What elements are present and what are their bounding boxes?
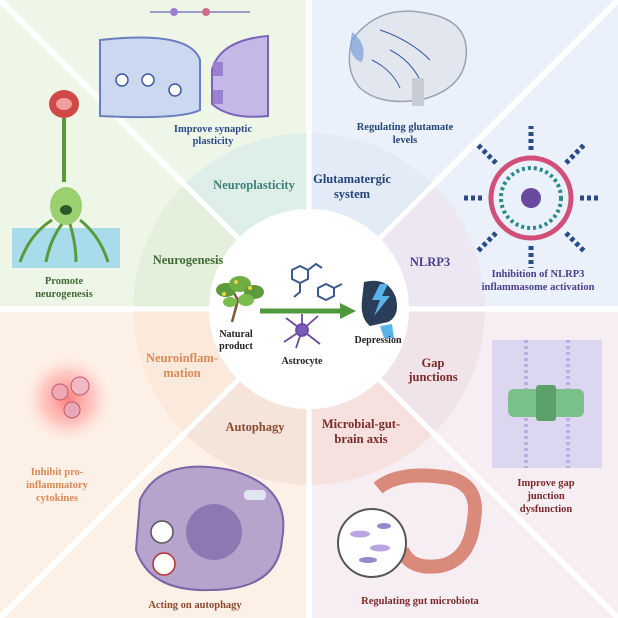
sector-label-gap-2: junctions bbox=[407, 370, 457, 384]
outcome-cytokines-2: inflammatory bbox=[26, 480, 89, 491]
synapse-illustration bbox=[99, 8, 269, 119]
astrocyte-icon bbox=[283, 314, 321, 349]
outcome-glutamate-2: levels bbox=[393, 135, 418, 146]
autophagy-cell-illustration bbox=[134, 465, 285, 592]
sector-label-autophagy: Autophagy bbox=[225, 420, 285, 434]
sector-label-gap-1: Gap bbox=[422, 356, 445, 370]
sector-label-neurogenesis: Neurogenesis bbox=[153, 253, 224, 267]
cytokines-illustration bbox=[24, 355, 112, 443]
center-scheme: Natural product Astrocyte bbox=[216, 262, 402, 367]
sector-label-nlrp3: NLRP3 bbox=[410, 255, 450, 269]
outcome-neurogenesis-1: Promote bbox=[45, 276, 84, 287]
sector-microbial bbox=[309, 379, 434, 486]
neuron-illustration bbox=[12, 90, 120, 268]
sector-neuroplasticity bbox=[184, 132, 309, 239]
outcome-microbiota: Regulating gut microbiota bbox=[361, 596, 479, 607]
sector-label-glutamatergic-1: Glutamatergic bbox=[313, 172, 391, 186]
gut-illustration bbox=[337, 468, 482, 578]
sector-gap-junctions bbox=[379, 309, 486, 434]
outcome-cytokines-3: cytokines bbox=[36, 493, 78, 504]
sector-autophagy bbox=[184, 379, 309, 486]
natural-product-label-1: Natural bbox=[219, 329, 253, 340]
sector-label-neuroplasticity: Neuroplasticity bbox=[213, 178, 295, 192]
outcome-gap-3: dysfunction bbox=[520, 504, 573, 515]
sector-labels: Neuroplasticity Glutamatergic system NLR… bbox=[146, 172, 458, 446]
sector-nlrp3 bbox=[379, 184, 486, 309]
molecule-icon bbox=[291, 262, 343, 302]
outcome-autophagy: Acting on autophagy bbox=[148, 600, 242, 611]
outcome-neurogenesis-2: neurogenesis bbox=[35, 289, 93, 300]
outcome-synaptic-2: plasticity bbox=[193, 136, 235, 147]
outcome-glutamate-1: Regulating glutamate bbox=[357, 122, 454, 133]
sector-label-neuroinflammation-2: mation bbox=[163, 366, 201, 380]
plant-icon bbox=[216, 276, 264, 323]
sector-label-glutamatergic-2: system bbox=[334, 187, 371, 201]
brain-illustration bbox=[348, 10, 468, 106]
outcome-nlrp3-2: inflammasome activation bbox=[482, 282, 595, 293]
depressed-head-icon bbox=[361, 280, 397, 338]
arrow-icon bbox=[260, 303, 356, 319]
outcome-gap-2: junction bbox=[526, 491, 565, 502]
sector-label-microbial-1: Microbial-gut- bbox=[322, 417, 400, 431]
sector-label-neuroinflammation-1: Neuroinflam- bbox=[146, 351, 218, 365]
outcome-cytokines-1: Inhibit pro- bbox=[31, 467, 84, 478]
outcome-gap-1: Improve gap bbox=[517, 478, 574, 489]
sector-label-microbial-2: brain axis bbox=[334, 432, 387, 446]
sector-neurogenesis bbox=[132, 184, 239, 309]
sector-glutamatergic bbox=[309, 132, 434, 239]
natural-product-label-2: product bbox=[219, 341, 253, 352]
inflammasome-illustration bbox=[462, 126, 600, 268]
gap-junction-illustration bbox=[492, 340, 602, 468]
sector-neuroinflammation bbox=[132, 309, 239, 434]
outcome-nlrp3-1: Inhibition of NLRP3 bbox=[492, 269, 585, 280]
outcome-synaptic-1: Improve synaptic bbox=[174, 124, 253, 135]
depression-label: Depression bbox=[354, 335, 401, 346]
astrocyte-label: Astrocyte bbox=[282, 356, 323, 367]
